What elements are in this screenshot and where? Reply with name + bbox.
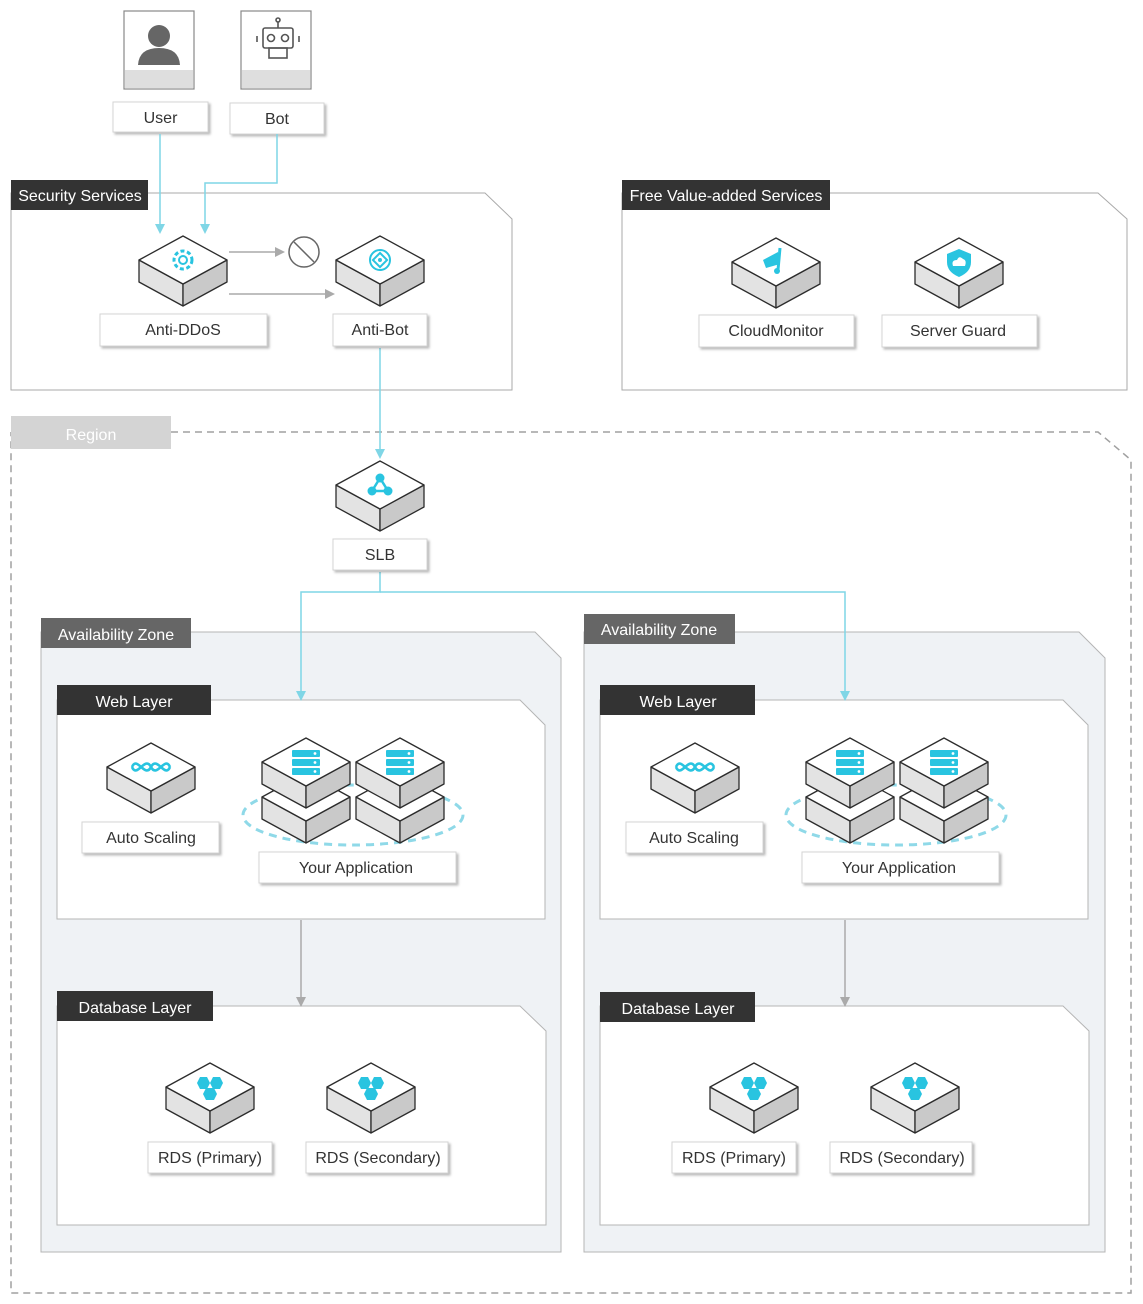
anti-bot-label: Anti-Bot xyxy=(352,322,409,339)
auto-scaling-cube-1 xyxy=(106,742,196,814)
anti-bot-icon xyxy=(369,249,391,271)
database-icon xyxy=(902,1077,928,1100)
server-icon xyxy=(836,750,864,775)
anti-ddos-label: Anti-DDoS xyxy=(145,322,221,339)
auto-scaling-icon xyxy=(674,762,716,772)
your-application-label-box-2: Your Application xyxy=(801,851,1000,884)
anti-bot-label-box: Anti-Bot xyxy=(332,313,428,347)
slb-cube xyxy=(335,460,425,532)
database-layer-2 xyxy=(599,1005,1090,1226)
rds-secondary-label-box-2: RDS (Secondary) xyxy=(829,1141,973,1174)
shield-cloud-icon xyxy=(947,249,971,277)
slb-label-box: SLB xyxy=(332,538,428,571)
database-icon xyxy=(741,1077,767,1100)
bot-label-box: Bot xyxy=(229,102,325,135)
blocked-icon xyxy=(288,236,320,268)
web-layer-1-title: Web Layer xyxy=(95,694,173,711)
server-icon xyxy=(386,750,414,775)
database-layer-1-title: Database Layer xyxy=(79,1000,193,1017)
database-layer-1 xyxy=(56,1005,547,1226)
your-application-label-2: Your Application xyxy=(842,860,956,877)
user-node xyxy=(123,10,195,90)
bot-node xyxy=(240,10,312,90)
free-services-panel xyxy=(621,192,1128,391)
anti-bot-cube xyxy=(335,235,425,307)
auto-scaling-label-1: Auto Scaling xyxy=(106,830,196,847)
rds-primary-cube-1 xyxy=(165,1062,255,1134)
slb-label: SLB xyxy=(365,547,395,564)
rds-primary-label-box-2: RDS (Primary) xyxy=(671,1141,797,1174)
auto-scaling-label-box-2: Auto Scaling xyxy=(625,821,764,854)
rds-primary-cube-2 xyxy=(709,1062,799,1134)
your-application-label-1: Your Application xyxy=(299,860,413,877)
security-services-panel xyxy=(10,192,513,391)
database-layer-2-title: Database Layer xyxy=(622,1001,736,1018)
auto-scaling-label-2: Auto Scaling xyxy=(649,830,739,847)
bot-label: Bot xyxy=(265,111,290,128)
free-services-title: Free Value-added Services xyxy=(630,188,823,205)
web-layer-2-title: Web Layer xyxy=(639,694,717,711)
server-icon xyxy=(292,750,320,775)
region-boundary xyxy=(10,431,1132,1294)
user-label: User xyxy=(144,110,178,127)
rds-secondary-label-2: RDS (Secondary) xyxy=(839,1150,964,1167)
server-icon xyxy=(930,750,958,775)
server-guard-label-box: Server Guard xyxy=(881,314,1038,348)
cloudmonitor-cube xyxy=(731,237,821,309)
anti-ddos-label-box: Anti-DDoS xyxy=(99,313,268,347)
region-title: Region xyxy=(66,427,117,444)
app-cluster-outline-2 xyxy=(784,783,1008,847)
monitor-icon xyxy=(763,247,782,274)
server-guard-cube xyxy=(914,237,1004,309)
auto-scaling-icon xyxy=(130,762,172,772)
database-icon xyxy=(197,1077,223,1100)
security-services-title: Security Services xyxy=(18,188,142,205)
robot-icon xyxy=(256,17,300,59)
app-cluster-outline-1 xyxy=(241,783,465,847)
availability-zone-2-title: Availability Zone xyxy=(601,622,717,639)
app-server-2-b xyxy=(899,737,989,809)
rds-secondary-label-box-1: RDS (Secondary) xyxy=(305,1141,449,1174)
rds-primary-label-box-1: RDS (Primary) xyxy=(147,1141,273,1174)
server-guard-label: Server Guard xyxy=(910,323,1006,340)
auto-scaling-label-box-1: Auto Scaling xyxy=(81,821,220,854)
bot-to-anti-ddos-line xyxy=(200,134,278,234)
auto-scaling-cube-2 xyxy=(650,742,740,814)
availability-zone-1-title: Availability Zone xyxy=(58,627,174,644)
app-server-1-b xyxy=(355,737,445,809)
rds-primary-label-2: RDS (Primary) xyxy=(682,1150,786,1167)
app-server-2-a xyxy=(805,737,895,809)
rds-secondary-cube-2 xyxy=(870,1062,960,1134)
database-icon xyxy=(358,1077,384,1100)
slb-to-zones-line xyxy=(296,572,381,701)
your-application-label-box-1: Your Application xyxy=(258,851,457,884)
cloudmonitor-label: CloudMonitor xyxy=(728,323,824,340)
user-label-box: User xyxy=(112,101,209,133)
gear-icon xyxy=(172,249,194,271)
slb-to-zone-2-line xyxy=(380,591,850,701)
load-balancer-icon xyxy=(367,473,393,496)
rds-secondary-cube-1 xyxy=(326,1062,416,1134)
rds-secondary-label-1: RDS (Secondary) xyxy=(315,1150,440,1167)
cloudmonitor-label-box: CloudMonitor xyxy=(698,314,855,348)
rds-primary-label-1: RDS (Primary) xyxy=(158,1150,262,1167)
user-icon xyxy=(138,25,180,65)
anti-ddos-cube xyxy=(138,235,228,307)
app-server-1-a xyxy=(261,737,351,809)
